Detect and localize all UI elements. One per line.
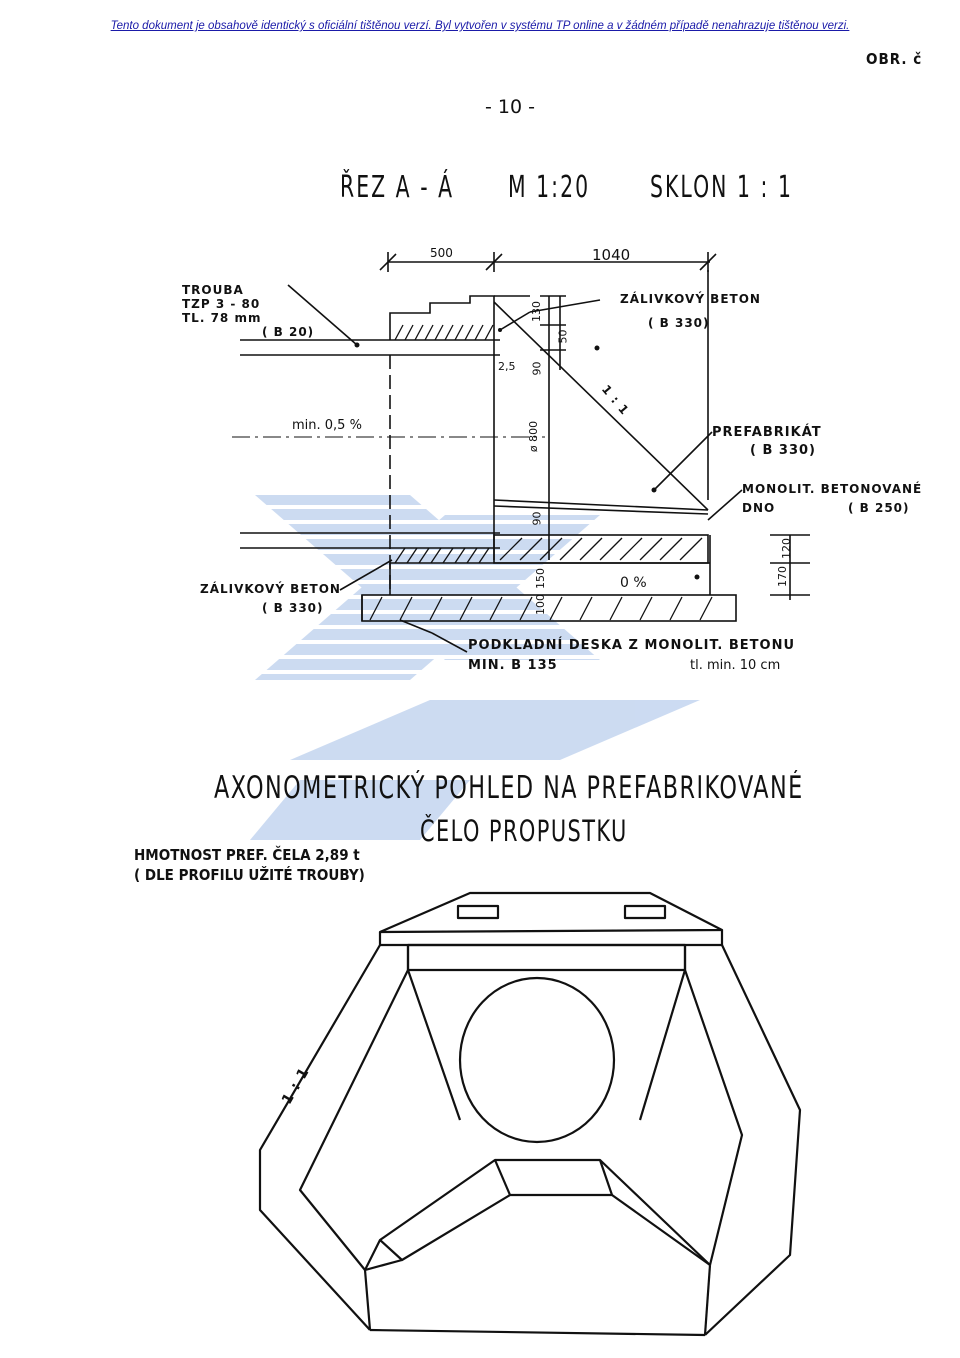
- dim-90-top: 90: [530, 361, 544, 376]
- dim-90-bottom: 90: [530, 511, 544, 526]
- dim-1040: 1040: [592, 246, 631, 264]
- label-zalivkovy-top-class: ( B 330): [648, 316, 710, 330]
- weight-note: ( DLE PROFILU UŽITÉ TROUBY): [134, 866, 365, 884]
- section-title: ŘEZ A - Á: [340, 170, 455, 205]
- label-podklad-thickness: tl. min. 10 cm: [690, 658, 781, 673]
- dim-2-5: 2,5: [498, 360, 516, 373]
- dim-50: 50: [556, 329, 570, 344]
- label-monolit-class: ( B 250): [848, 501, 910, 515]
- label-trouba-thickness: TL. 78 mm: [182, 311, 262, 325]
- page-number: - 10 -: [485, 96, 535, 118]
- label-zalivkovy-bottom: ZÁLIVKOVÝ BETON: [200, 582, 341, 596]
- dim-100: 100: [534, 594, 547, 615]
- label-zero-slope: 0 %: [620, 575, 647, 591]
- label-zalivkovy-top: ZÁLIVKOVÝ BETON: [620, 292, 761, 306]
- section-scale: M 1:20: [508, 170, 591, 205]
- disclaimer-banner: Tento dokument je obsahově identický s o…: [110, 20, 850, 32]
- label-trouba-class: ( B 20): [262, 325, 315, 339]
- label-trouba: TROUBA: [182, 283, 244, 297]
- label-podklad-class: MIN. B 135: [468, 658, 558, 673]
- figure-reference: OBR. č: [866, 50, 923, 68]
- dim-120: 120: [780, 538, 793, 559]
- label-podklad: PODKLADNÍ DESKA Z MONOLIT. BETONU: [468, 638, 796, 653]
- label-monolit-dno: DNO: [742, 501, 776, 515]
- dim-800: ø 800: [527, 420, 541, 453]
- axonometric-title: AXONOMETRICKÝ POHLED NA PREFABRIKOVANÉ: [214, 770, 804, 806]
- label-prefabrikat-class: ( B 330): [750, 443, 816, 458]
- dim-130: 130: [530, 301, 543, 322]
- dim-150: 150: [534, 568, 547, 589]
- dim-500: 500: [430, 246, 453, 260]
- weight-label: HMOTNOST PREF. ČELA 2,89 t: [134, 846, 360, 864]
- dim-170: 170: [776, 566, 789, 587]
- label-prefabrikat: PREFABRIKÁT: [712, 425, 822, 440]
- label-zalivkovy-bottom-class: ( B 330): [262, 601, 324, 615]
- label-trouba-type: TZP 3 - 80: [182, 297, 261, 311]
- axonometric-subtitle: ČELO PROPUSTKU: [420, 814, 628, 848]
- label-min-slope: min. 0,5 %: [292, 418, 362, 433]
- section-slope: SKLON 1 : 1: [650, 170, 794, 205]
- label-monolit: MONOLIT. BETONOVANÉ: [742, 482, 923, 496]
